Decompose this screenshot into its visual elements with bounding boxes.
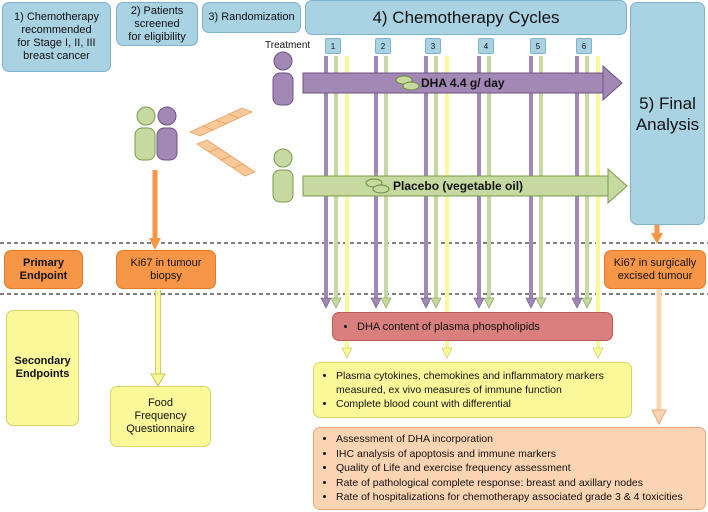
cycle-arrow-green-2-head bbox=[380, 297, 392, 309]
step1-box: 1) Chemotherapy recommended for Stage I,… bbox=[2, 2, 111, 72]
cycle-arrow-purple-1-head bbox=[320, 297, 332, 309]
final-outcome-item: IHC analysis of apoptosis and immune mar… bbox=[336, 447, 683, 462]
cycle-arrow-purple-4-head bbox=[473, 297, 485, 309]
dha-arm-arrow bbox=[302, 64, 623, 102]
chevrons-to-dha bbox=[188, 107, 254, 137]
cycle-arrow-green-6-head bbox=[581, 297, 593, 309]
dha-arm-label: DHA 4.4 g/ day bbox=[421, 76, 505, 90]
step4-box: 4) Chemotherapy Cycles bbox=[305, 0, 627, 35]
capsule-icon-placebo bbox=[365, 178, 390, 194]
immune-item: Complete blood count with differential bbox=[336, 397, 625, 411]
cycle-arrow-green-5-head bbox=[535, 297, 547, 309]
ki67-biopsy-box: Ki67 in tumour biopsy bbox=[116, 250, 216, 289]
final-outcome-item: Assessment of DHA incorporation bbox=[336, 432, 683, 447]
arrow-ffq-head bbox=[150, 373, 166, 387]
cycle-arrow-yellow-1-head bbox=[341, 347, 353, 359]
cycle-arrow-green-4-head bbox=[483, 297, 495, 309]
capsule-icon-dha bbox=[395, 75, 420, 91]
cycle-badge-3: 3 bbox=[425, 38, 441, 54]
treatment-label: Treatment bbox=[265, 40, 311, 51]
final-outcome-item: Rate of hospitalizations for chemotherap… bbox=[336, 490, 683, 505]
dha-content-box: DHA content of plasma phospholipids bbox=[332, 312, 613, 341]
step2-box: 2) Patients screened for eligibility bbox=[116, 2, 198, 46]
placebo-arm-label: Placebo (vegetable oil) bbox=[393, 179, 524, 193]
patient-pair-icon bbox=[134, 106, 178, 161]
cycle-arrow-purple-2-head bbox=[370, 297, 382, 309]
cycle-badge-5: 5 bbox=[530, 38, 546, 54]
ffq-box: Food Frequency Questionnaire bbox=[110, 386, 211, 447]
final-outcome-item: Rate of pathological complete response: … bbox=[336, 476, 683, 491]
placebo-patient-icon bbox=[272, 148, 294, 203]
cycle-arrow-yellow-3-head bbox=[592, 347, 604, 359]
final-outcome-item: Quality of Life and exercise frequency a… bbox=[336, 461, 683, 476]
dha-patient-icon bbox=[272, 51, 294, 106]
arrow-final-primary-head bbox=[651, 233, 663, 244]
dha-content-text: DHA content of plasma phospholipids bbox=[357, 320, 540, 334]
cycle-lines bbox=[320, 56, 604, 359]
chevrons-to-placebo bbox=[196, 139, 256, 177]
cycle-badge-6: 6 bbox=[576, 38, 592, 54]
cycle-arrow-purple-5-head bbox=[525, 297, 537, 309]
cycle-badge-2: 2 bbox=[375, 38, 391, 54]
immune-box: Plasma cytokines, chemokines and inflamm… bbox=[313, 362, 632, 418]
final-outcomes-box: Assessment of DHA incorporation IHC anal… bbox=[313, 427, 706, 510]
step3-box: 3) Randomization bbox=[202, 2, 301, 33]
secondary-endpoint-label: Secondary Endpoints bbox=[6, 310, 79, 426]
cycle-arrow-green-1-head bbox=[330, 297, 342, 309]
cycle-arrow-yellow-2-head bbox=[441, 347, 453, 359]
cycle-badge-4: 4 bbox=[478, 38, 494, 54]
step5-box: 5) Final Analysis bbox=[630, 2, 705, 225]
cycle-arrow-purple-6-head bbox=[571, 297, 583, 309]
cycle-arrow-green-3-head bbox=[430, 297, 442, 309]
primary-endpoint-label: Primary Endpoint bbox=[4, 250, 83, 289]
cycle-badge-1: 1 bbox=[325, 38, 341, 54]
arrow-patients-primary-head bbox=[149, 238, 161, 250]
immune-item: Plasma cytokines, chemokines and inflamm… bbox=[336, 369, 625, 397]
arrow-final-secondary-head bbox=[651, 409, 667, 426]
ki67-excised-box: Ki67 in surgically excised tumour bbox=[604, 250, 706, 289]
cycle-arrow-purple-3-head bbox=[420, 297, 432, 309]
